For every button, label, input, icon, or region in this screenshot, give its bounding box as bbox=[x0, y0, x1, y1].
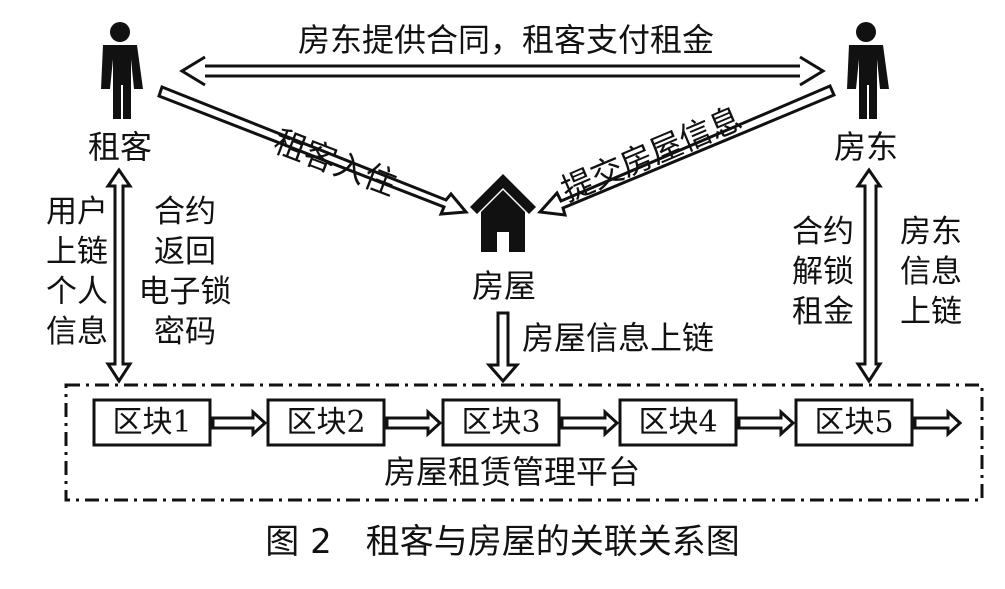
block-4-label: 区块4 bbox=[638, 405, 718, 440]
block-4-box bbox=[618, 398, 738, 447]
landlord-label: 房东 bbox=[834, 128, 899, 166]
block-5-label: 区块5 bbox=[814, 405, 894, 440]
platform-boundary bbox=[64, 383, 984, 502]
block-2-label: 区块2 bbox=[286, 405, 366, 440]
chain-arrow-1-2 bbox=[211, 408, 268, 438]
house-label: 房屋 bbox=[472, 267, 537, 305]
block-1-box bbox=[92, 398, 212, 447]
house-info-onchain-arrow bbox=[485, 311, 521, 384]
chain-arrow-3-4 bbox=[560, 408, 620, 438]
figure-caption: 图 2 租客与房屋的关联关系图 bbox=[265, 522, 740, 562]
chain-arrow-5-next bbox=[913, 408, 963, 438]
block-1-label: 区块1 bbox=[112, 405, 192, 440]
contract-payment-arrow bbox=[179, 55, 826, 87]
block-3-label: 区块3 bbox=[461, 405, 541, 440]
platform-label: 房屋租赁管理平台 bbox=[384, 453, 641, 491]
chain-arrow-2-3 bbox=[385, 408, 443, 438]
tenant-contract-return-text: 合约 返回 电子锁 密码 bbox=[138, 194, 232, 350]
submit-house-info-arrow bbox=[536, 84, 836, 217]
landlord-info-onchain-text: 房东 信息 上链 bbox=[900, 214, 962, 330]
chain-arrow-4-5 bbox=[737, 408, 796, 438]
block-2-box bbox=[266, 398, 386, 447]
block-5-box bbox=[794, 398, 914, 447]
tenant-label: 租客 bbox=[88, 128, 153, 166]
tenant-onchain-arrow bbox=[105, 167, 133, 384]
landlord-person-icon bbox=[847, 22, 889, 119]
tenant-upload-text: 用户 上链 个人 信息 bbox=[46, 194, 108, 350]
house-icon bbox=[470, 174, 536, 252]
landlord-contract-unlock-text: 合约 解锁 租金 bbox=[792, 214, 854, 330]
tenant-move-in-arrow bbox=[157, 85, 470, 216]
contract-payment-label: 房东提供合同，租客支付租金 bbox=[298, 21, 715, 59]
tenant-person-icon bbox=[101, 22, 143, 119]
house-info-onchain-label: 房屋信息上链 bbox=[522, 319, 715, 357]
chain-arrows bbox=[211, 408, 963, 438]
landlord-onchain-arrow bbox=[855, 167, 883, 384]
block-3-box bbox=[441, 398, 561, 447]
